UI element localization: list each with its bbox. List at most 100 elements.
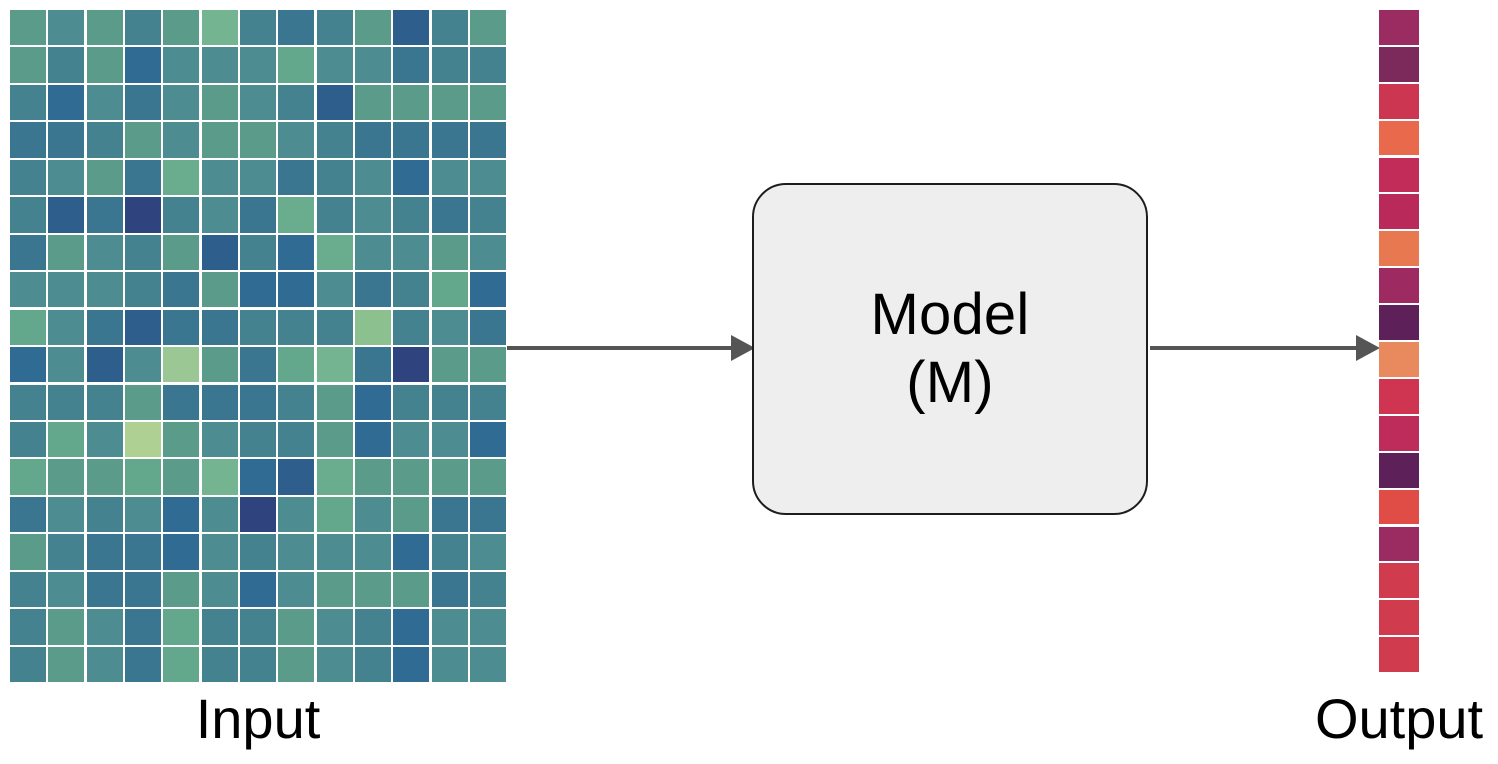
heatmap-cell	[10, 122, 47, 158]
heatmap-cell	[201, 347, 238, 383]
heatmap-cell	[48, 10, 85, 46]
heatmap-cell	[10, 47, 47, 83]
heatmap-cell	[201, 534, 238, 570]
heatmap-cell	[431, 272, 468, 308]
arrow-model-to-output	[1150, 335, 1380, 361]
heatmap-cell	[48, 84, 85, 121]
heatmap-cell	[431, 10, 468, 46]
heatmap-cell	[278, 609, 315, 645]
heatmap-cell	[163, 122, 200, 158]
heatmap-cell	[201, 159, 238, 196]
heatmap-cell	[10, 384, 47, 420]
heatmap-cell	[163, 234, 200, 270]
heatmap-cell	[393, 459, 430, 495]
heatmap-cell	[354, 534, 392, 570]
output-cell	[1379, 637, 1419, 672]
heatmap-cell	[316, 459, 353, 495]
heatmap-cell	[469, 47, 506, 83]
heatmap-cell	[393, 609, 430, 645]
heatmap-cell	[48, 197, 85, 233]
heatmap-cell	[124, 347, 162, 383]
heatmap-cell	[393, 159, 430, 196]
heatmap-cell	[201, 459, 238, 495]
heatmap-cell	[48, 496, 85, 533]
heatmap-cell	[86, 10, 123, 46]
heatmap-cell	[354, 347, 392, 383]
heatmap-cell	[278, 496, 315, 533]
heatmap-cell	[86, 609, 123, 645]
heatmap-cell	[354, 646, 392, 682]
heatmap-cell	[10, 272, 47, 308]
heatmap-cell	[86, 84, 123, 121]
heatmap-cell	[201, 309, 238, 345]
heatmap-cell	[393, 122, 430, 158]
heatmap-cell	[278, 122, 315, 158]
heatmap-cell	[469, 534, 506, 570]
output-label: Output	[1314, 687, 1484, 750]
heatmap-cell	[86, 459, 123, 495]
model-box[interactable]: Model (M)	[752, 183, 1148, 515]
output-cell	[1379, 305, 1419, 340]
heatmap-cell	[163, 534, 200, 570]
heatmap-cell	[48, 384, 85, 420]
heatmap-cell	[48, 122, 85, 158]
heatmap-cell	[393, 234, 430, 270]
heatmap-cell	[10, 159, 47, 196]
heatmap-cell	[354, 571, 392, 608]
heatmap-cell	[86, 571, 123, 608]
heatmap-cell	[431, 47, 468, 83]
heatmap-cell	[393, 347, 430, 383]
heatmap-cell	[316, 272, 353, 308]
input-label: Input	[195, 687, 321, 750]
heatmap-cell	[124, 459, 162, 495]
heatmap-cell	[431, 234, 468, 270]
heatmap-cell	[10, 347, 47, 383]
heatmap-cell	[431, 384, 468, 420]
heatmap-cell	[239, 159, 277, 196]
output-cell	[1379, 600, 1419, 636]
heatmap-cell	[163, 646, 200, 682]
heatmap-cell	[393, 197, 430, 233]
heatmap-cell	[48, 234, 85, 270]
heatmap-cell	[124, 496, 162, 533]
heatmap-cell	[239, 609, 277, 645]
heatmap-cell	[10, 197, 47, 233]
heatmap-cell	[48, 571, 85, 608]
heatmap-cell	[10, 234, 47, 270]
heatmap-cell	[431, 646, 468, 682]
heatmap-cell	[431, 197, 468, 233]
heatmap-cell	[431, 84, 468, 121]
heatmap-cell	[469, 234, 506, 270]
heatmap-cell	[469, 646, 506, 682]
heatmap-cell	[163, 197, 200, 233]
heatmap-cell	[10, 422, 47, 458]
heatmap-cell	[239, 347, 277, 383]
heatmap-cell	[10, 534, 47, 570]
heatmap-cell	[278, 309, 315, 345]
heatmap-cell	[201, 122, 238, 158]
output-cell	[1379, 46, 1419, 82]
heatmap-cell	[10, 496, 47, 533]
heatmap-cell	[239, 10, 277, 46]
heatmap-cell	[124, 609, 162, 645]
heatmap-cell	[316, 422, 353, 458]
output-cell	[1379, 563, 1419, 599]
heatmap-cell	[86, 309, 123, 345]
heatmap-cell	[239, 571, 277, 608]
heatmap-cell	[354, 47, 392, 83]
heatmap-cell	[124, 47, 162, 83]
heatmap-cell	[163, 459, 200, 495]
heatmap-cell	[278, 646, 315, 682]
output-cell	[1379, 83, 1419, 119]
heatmap-cell	[469, 384, 506, 420]
heatmap-cell	[316, 534, 353, 570]
heatmap-cell	[316, 384, 353, 420]
heatmap-cell	[431, 459, 468, 495]
heatmap-cell	[239, 534, 277, 570]
heatmap-cell	[393, 272, 430, 308]
heatmap-cell	[278, 459, 315, 495]
heatmap-cell	[163, 384, 200, 420]
heatmap-cell	[316, 84, 353, 121]
heatmap-cell	[316, 122, 353, 158]
heatmap-cell	[48, 534, 85, 570]
